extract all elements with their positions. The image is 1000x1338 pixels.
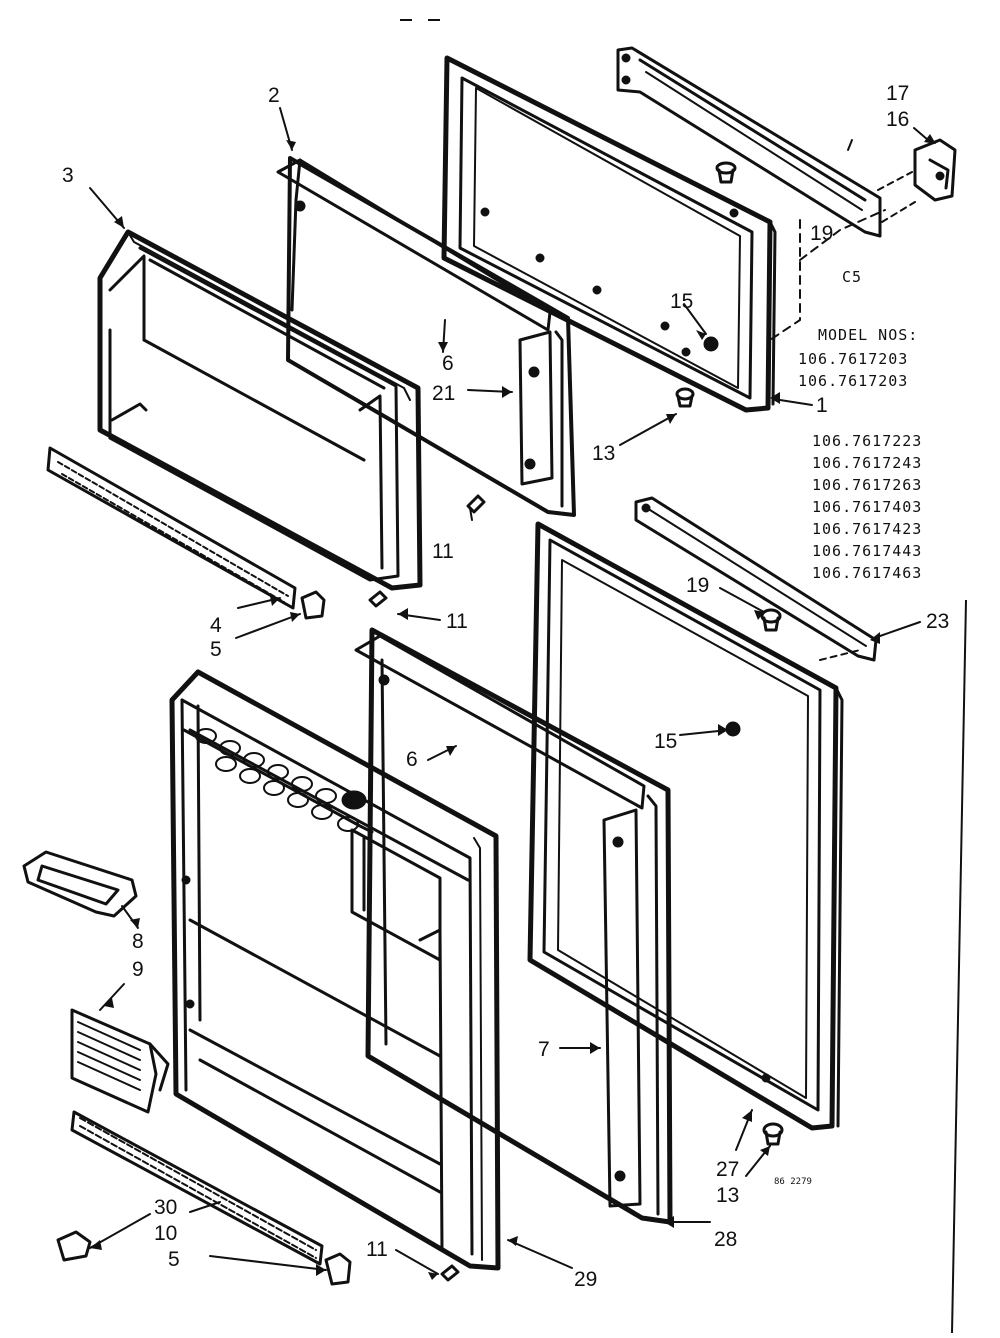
- callout-1: 1: [816, 394, 828, 417]
- freezer-door-liner: [97, 229, 423, 591]
- freezer-shelf-rail: [46, 446, 297, 610]
- callout-5: 5: [168, 1248, 180, 1271]
- callout-27: 27: [716, 1158, 739, 1181]
- callout-4: 4: [210, 614, 222, 637]
- callout-2: 2: [268, 84, 280, 107]
- margin-rule: [951, 599, 967, 1334]
- cap-19-top: [715, 161, 737, 184]
- callout-13: 13: [592, 442, 615, 465]
- callout-23: 23: [926, 610, 949, 633]
- drawing-id: 86 2279: [774, 1177, 812, 1187]
- section-code: C5: [842, 268, 862, 286]
- screw-11-bottom: [440, 1264, 460, 1282]
- callout-16: 16: [886, 108, 909, 131]
- callout-6: 6: [442, 352, 454, 375]
- model-number: 106.7617463: [812, 564, 922, 582]
- model-number: 106.7617423: [812, 520, 922, 538]
- screw-11-upper: [466, 494, 486, 514]
- cap-15-bottom: [725, 721, 741, 737]
- door-shelf-bar: [70, 1110, 324, 1266]
- callout-17: 17: [886, 82, 909, 105]
- callout-labels: 2 3 6 21 13 15 1 11 4 5 11 17 16 19 19 2…: [62, 82, 949, 1291]
- model-number: 106.7617223: [812, 432, 922, 450]
- callout-19: 19: [810, 222, 833, 245]
- callout-6: 6: [406, 748, 418, 771]
- clip-5-top: [300, 590, 326, 620]
- dairy-cover: [70, 1008, 170, 1114]
- cap-13-bottom: [762, 1122, 784, 1146]
- callout-3: 3: [62, 164, 74, 187]
- hinge-part-16: [913, 138, 957, 202]
- clip-5-bottom: [324, 1252, 352, 1286]
- leader-lines: [89, 107, 929, 1275]
- top-hinge-bar: [616, 46, 882, 238]
- fresh-food-gasket-frame: [354, 627, 673, 1225]
- cap-19-mid: [760, 608, 782, 632]
- callout-7: 7: [538, 1038, 550, 1061]
- callout-15: 15: [670, 290, 693, 313]
- middle-hinge-bar: [634, 496, 878, 662]
- callout-11: 11: [446, 610, 468, 633]
- screw-11-mid: [368, 590, 388, 608]
- butter-compartment-door: [22, 850, 138, 918]
- leader-arrows: [90, 134, 936, 1280]
- callout-13: 13: [716, 1184, 739, 1207]
- callout-8: 8: [132, 930, 144, 953]
- callout-11: 11: [366, 1238, 388, 1261]
- callout-15: 15: [654, 730, 677, 753]
- callout-30: 30: [154, 1196, 177, 1219]
- fresh-food-door-liner: [169, 669, 501, 1271]
- callout-21: 21: [432, 382, 455, 405]
- callout-29: 29: [574, 1268, 597, 1291]
- callout-10: 10: [154, 1222, 177, 1245]
- clip-30: [56, 1230, 92, 1262]
- model-number: 106.7617403: [812, 498, 922, 516]
- callout-19: 19: [686, 574, 709, 597]
- model-number: 106.7617203: [798, 372, 908, 390]
- cap-13-top: [675, 387, 695, 408]
- callout-5: 5: [210, 638, 222, 661]
- model-numbers-block: MODEL NOS: 106.7617203 106.7617203 106.7…: [798, 326, 922, 582]
- model-number: 106.7617263: [812, 476, 922, 494]
- model-number: 106.7617443: [812, 542, 922, 560]
- freezer-outer-door: [441, 55, 777, 413]
- callout-11: 11: [432, 540, 454, 563]
- cap-15-top: [703, 336, 719, 352]
- fresh-food-outer-door: [527, 521, 844, 1131]
- model-header: MODEL NOS:: [818, 326, 918, 344]
- model-number: 106.7617203: [798, 350, 908, 368]
- model-number: 106.7617243: [812, 454, 922, 472]
- callout-28: 28: [714, 1228, 737, 1251]
- callout-9: 9: [132, 958, 144, 981]
